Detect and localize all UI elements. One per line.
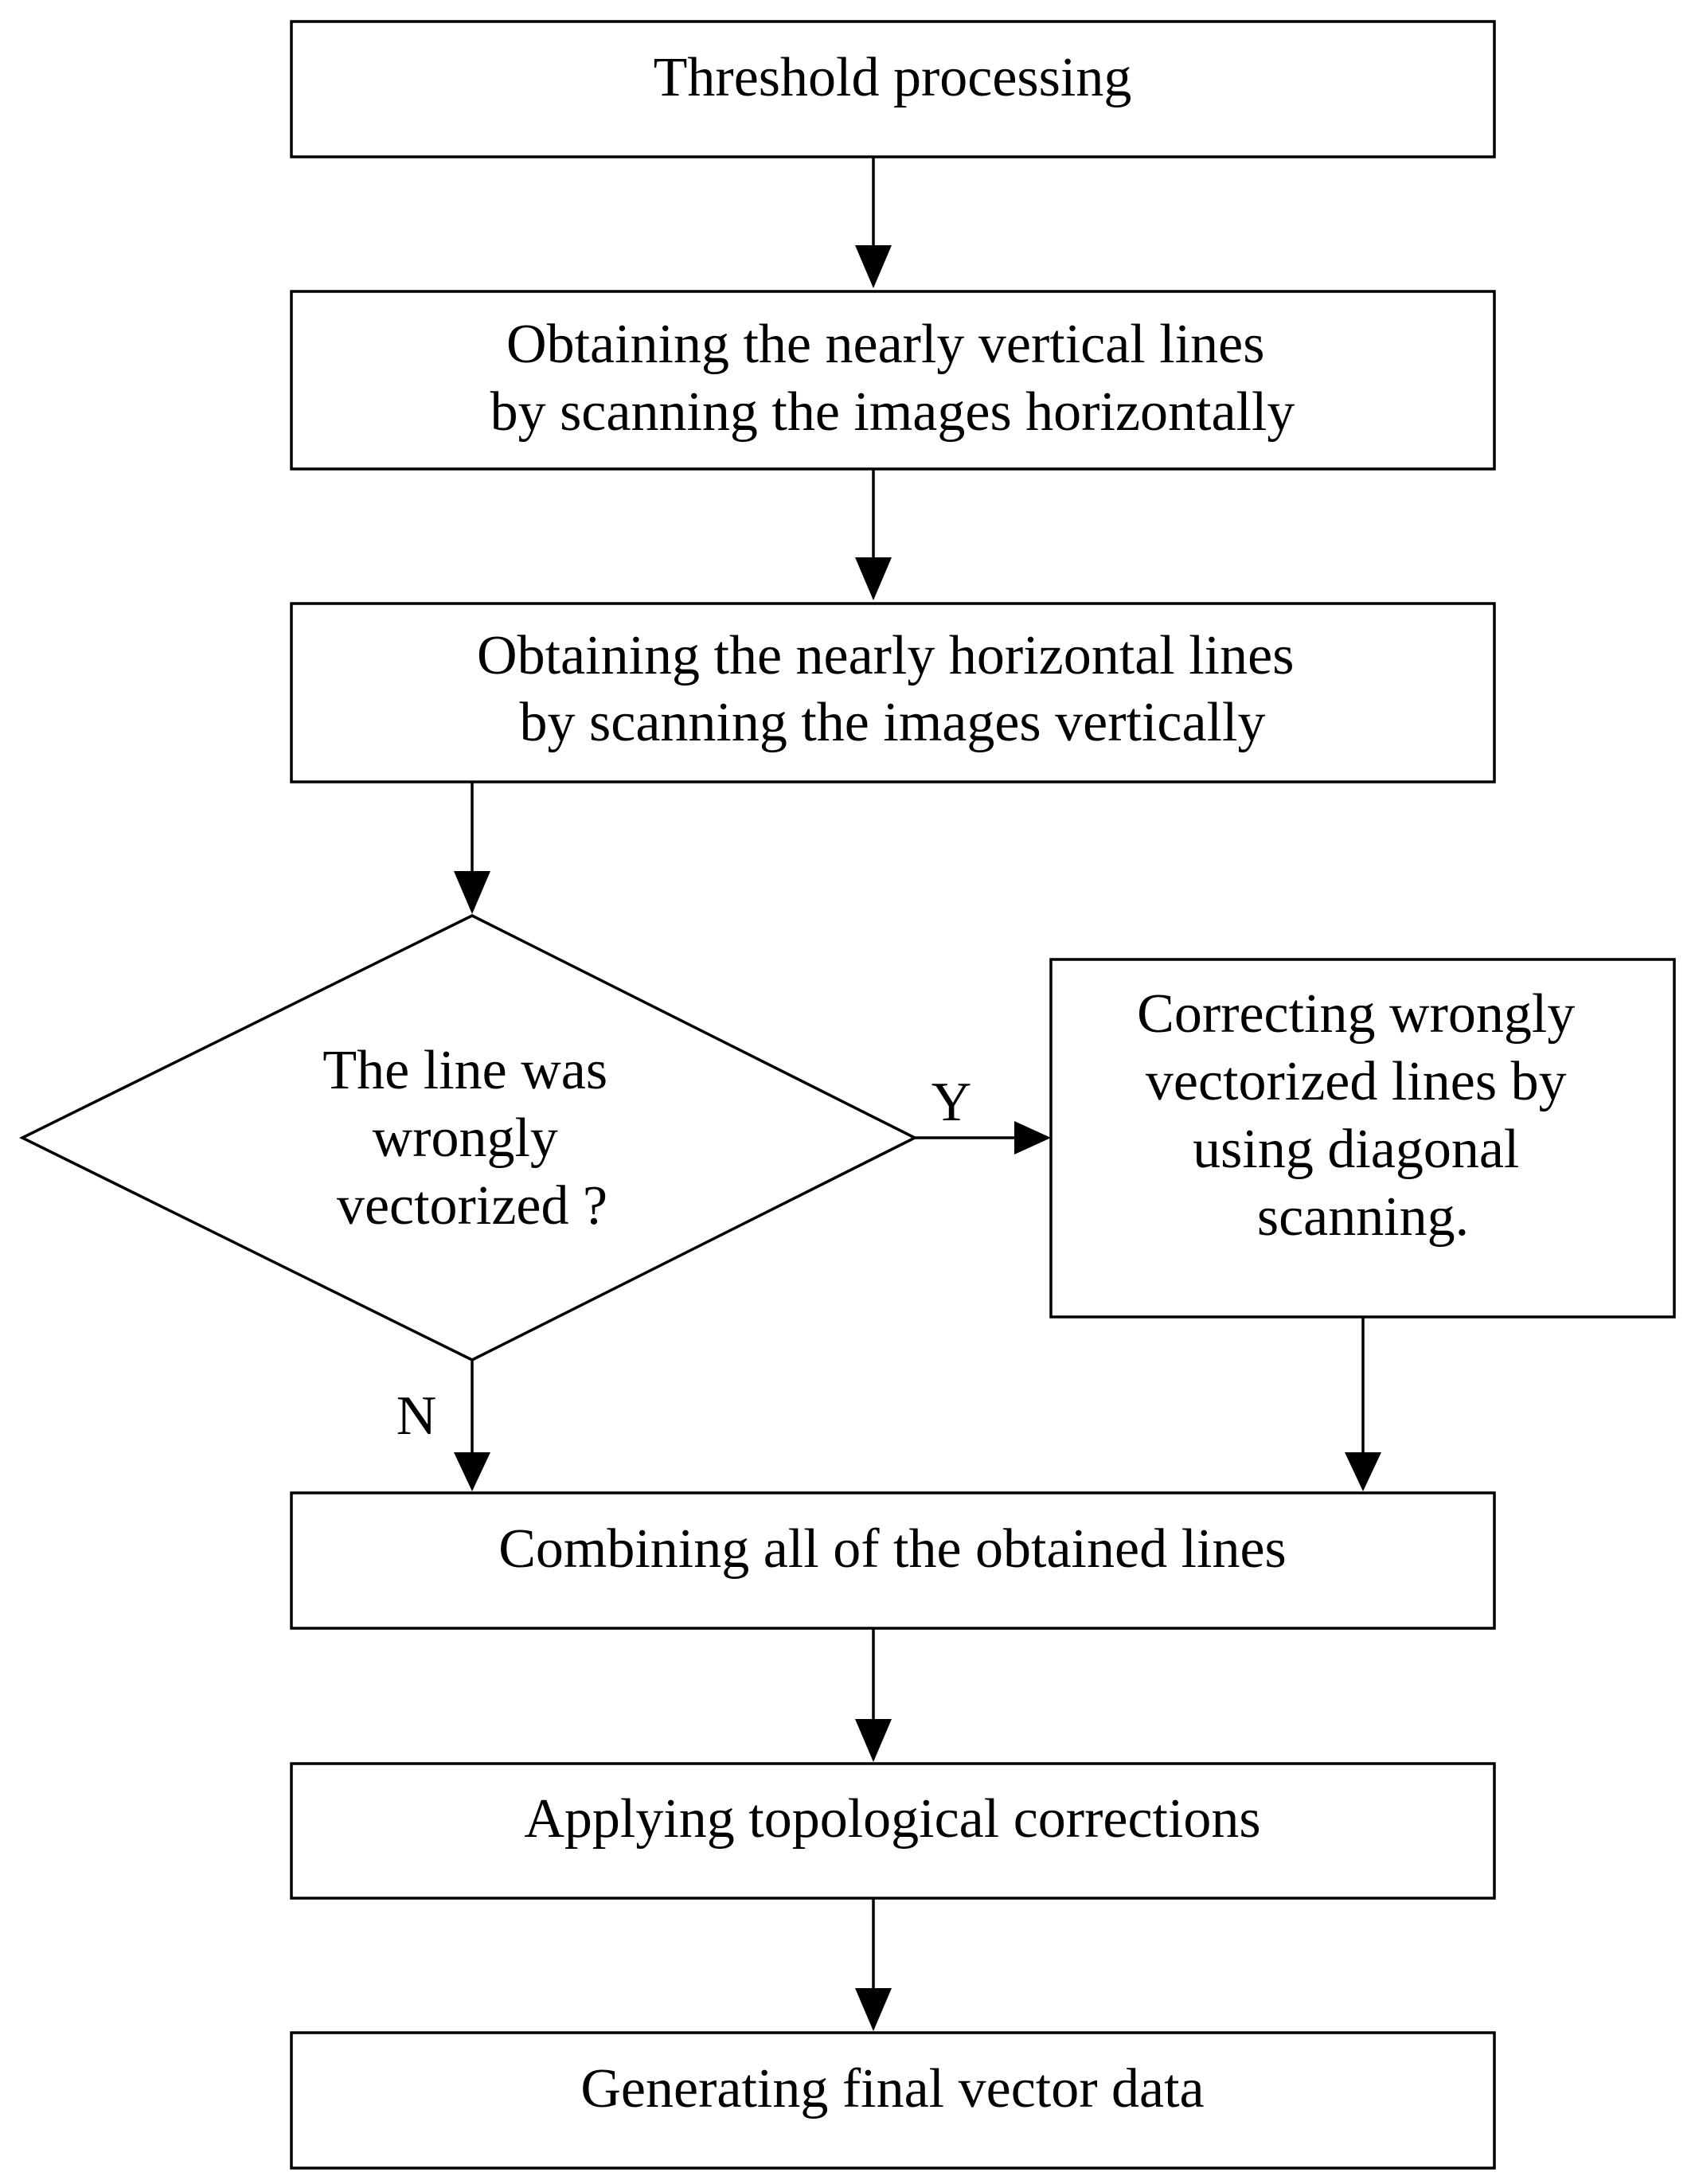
node-label-line: by scanning the images horizontally: [490, 381, 1295, 443]
node-label: Threshold processing: [654, 47, 1132, 108]
node-label: Correcting wrongly vectorized lines by u…: [1137, 983, 1589, 1248]
node-label-line: Obtaining the nearly vertical lines: [506, 314, 1264, 375]
node-label-line: The line was: [322, 1040, 607, 1101]
node-topological-corrections: Applying topological corrections: [290, 1762, 1496, 1900]
process-box: [290, 602, 1496, 783]
edge-label-no: N: [396, 1385, 437, 1447]
node-label-line: vectorized ?: [337, 1175, 607, 1237]
node-label-line: Obtaining the nearly horizontal lines: [477, 625, 1294, 686]
edge-label-yes: Y: [931, 1072, 972, 1133]
node-label: Obtaining the nearly horizontal lines by…: [477, 625, 1308, 753]
node-generating-vector-data: Generating final vector data: [290, 2031, 1496, 2170]
arrow-head: [855, 1988, 892, 2031]
node-obtaining-vertical-lines: Obtaining the nearly vertical lines by s…: [290, 290, 1496, 471]
node-label-line: vectorized lines by: [1146, 1051, 1567, 1112]
node-correcting-wrongly-vectorized: Correcting wrongly vectorized lines by u…: [1049, 958, 1676, 1319]
node-label-line: Generating final vector data: [580, 2058, 1204, 2120]
node-decision-wrongly-vectorized: The line was wrongly vectorized ?: [19, 914, 918, 1362]
node-label-line: scanning.: [1257, 1186, 1469, 1248]
arrow-head: [1014, 1121, 1051, 1155]
node-label-line: Combining all of the obtained lines: [498, 1518, 1287, 1580]
node-label: Generating final vector data: [580, 2058, 1204, 2120]
decision-diamond: [19, 914, 918, 1362]
node-label-line: Threshold processing: [654, 47, 1132, 108]
process-box: [1049, 958, 1676, 1319]
node-label: Combining all of the obtained lines: [498, 1518, 1287, 1580]
node-label-line: by scanning the images vertically: [520, 692, 1266, 753]
node-label: Applying topological corrections: [524, 1788, 1260, 1850]
node-label-line: wrongly: [373, 1108, 558, 1169]
node-label-line: Correcting wrongly: [1137, 983, 1575, 1045]
arrow-head: [855, 245, 892, 288]
edges: [454, 157, 1381, 2031]
arrow-head: [855, 1719, 892, 1762]
node-obtaining-horizontal-lines: Obtaining the nearly horizontal lines by…: [290, 602, 1496, 783]
node-threshold-processing: Threshold processing: [290, 20, 1496, 158]
arrow-head: [855, 557, 892, 600]
node-label-line: using diagonal: [1193, 1119, 1519, 1180]
process-box: [290, 290, 1496, 471]
arrow-head: [1345, 1452, 1381, 1491]
process-box: [290, 20, 1496, 158]
node-label: The line was wrongly vectorized ?: [322, 1040, 621, 1237]
arrow-head: [454, 871, 490, 914]
process-box: [290, 1491, 1496, 1630]
arrow-head: [454, 1452, 490, 1491]
node-label: Obtaining the nearly vertical lines by s…: [490, 314, 1295, 443]
process-box: [290, 2031, 1496, 2170]
node-label-line: Applying topological corrections: [524, 1788, 1260, 1850]
process-box: [290, 1762, 1496, 1900]
node-combining-lines: Combining all of the obtained lines: [290, 1491, 1496, 1630]
